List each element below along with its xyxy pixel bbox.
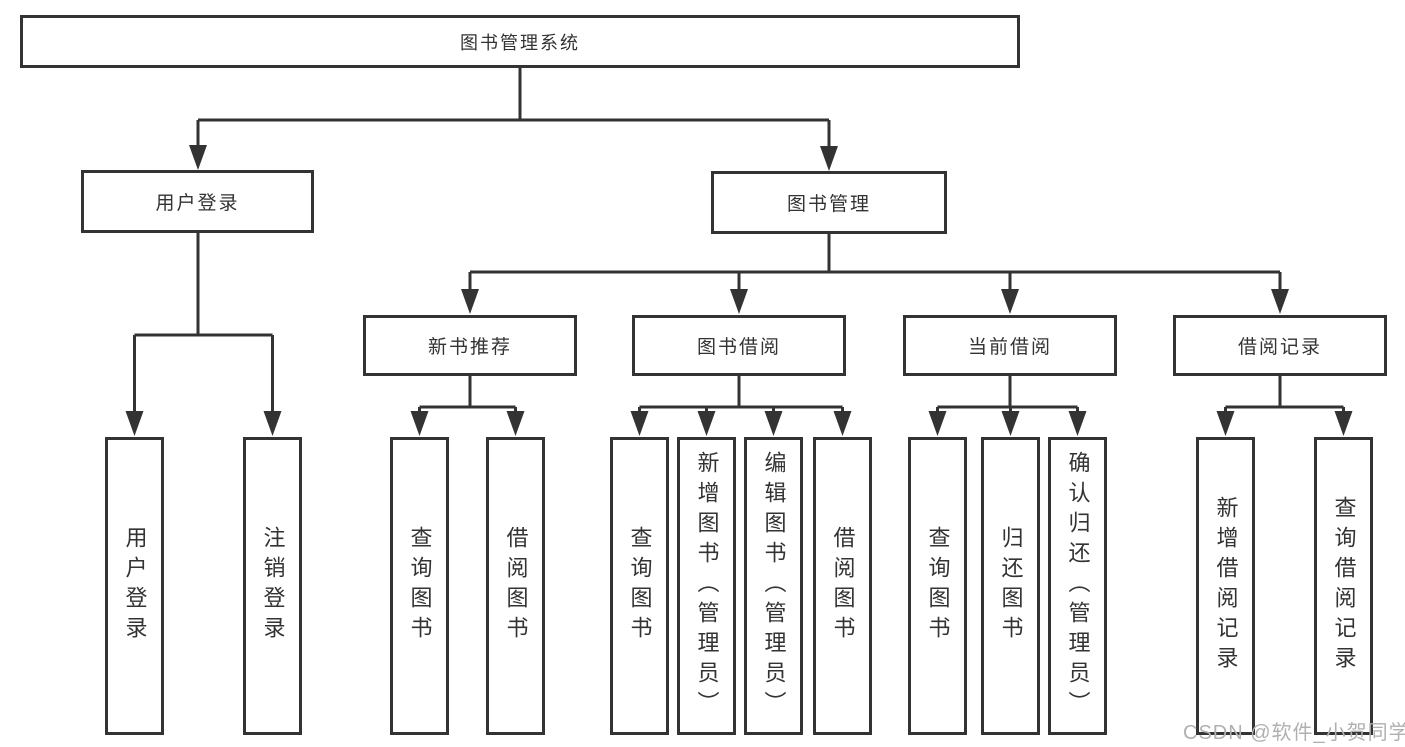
node-book-borrowing: 图书借阅 [632, 315, 846, 376]
node-new-book-recommend: 新书推荐 [363, 315, 577, 376]
leaf-edit-books-admin: 编辑图书（管理员） [744, 437, 803, 735]
node-root: 图书管理系统 [20, 15, 1020, 68]
leaf-return-books: 归还图书 [981, 437, 1040, 735]
leaf-query-borrow-record: 查询借阅记录 [1314, 437, 1373, 735]
leaf-logout: 注销登录 [243, 437, 302, 735]
leaf-query-books-current: 查询图书 [908, 437, 967, 735]
node-user-login-branch: 用户登录 [81, 170, 314, 233]
leaf-add-books-admin: 新增图书（管理员） [677, 437, 736, 735]
leaf-borrow-books-recommend: 借阅图书 [486, 437, 545, 735]
leaf-query-books-recommend: 查询图书 [390, 437, 449, 735]
node-current-borrowing: 当前借阅 [903, 315, 1117, 376]
node-book-management: 图书管理 [711, 171, 947, 234]
leaf-confirm-return-admin: 确认归还（管理员） [1048, 437, 1107, 735]
leaf-borrow-books-borrowing: 借阅图书 [813, 437, 872, 735]
arrow-heads [125, 145, 1353, 436]
leaf-user-login: 用户登录 [105, 437, 164, 735]
leaf-add-borrow-record: 新增借阅记录 [1196, 437, 1255, 735]
leaf-query-books-borrowing: 查询图书 [610, 437, 669, 735]
node-borrowing-records: 借阅记录 [1173, 315, 1387, 376]
csdn-watermark: CSDN @软件_小贺同学 [1183, 722, 1405, 744]
